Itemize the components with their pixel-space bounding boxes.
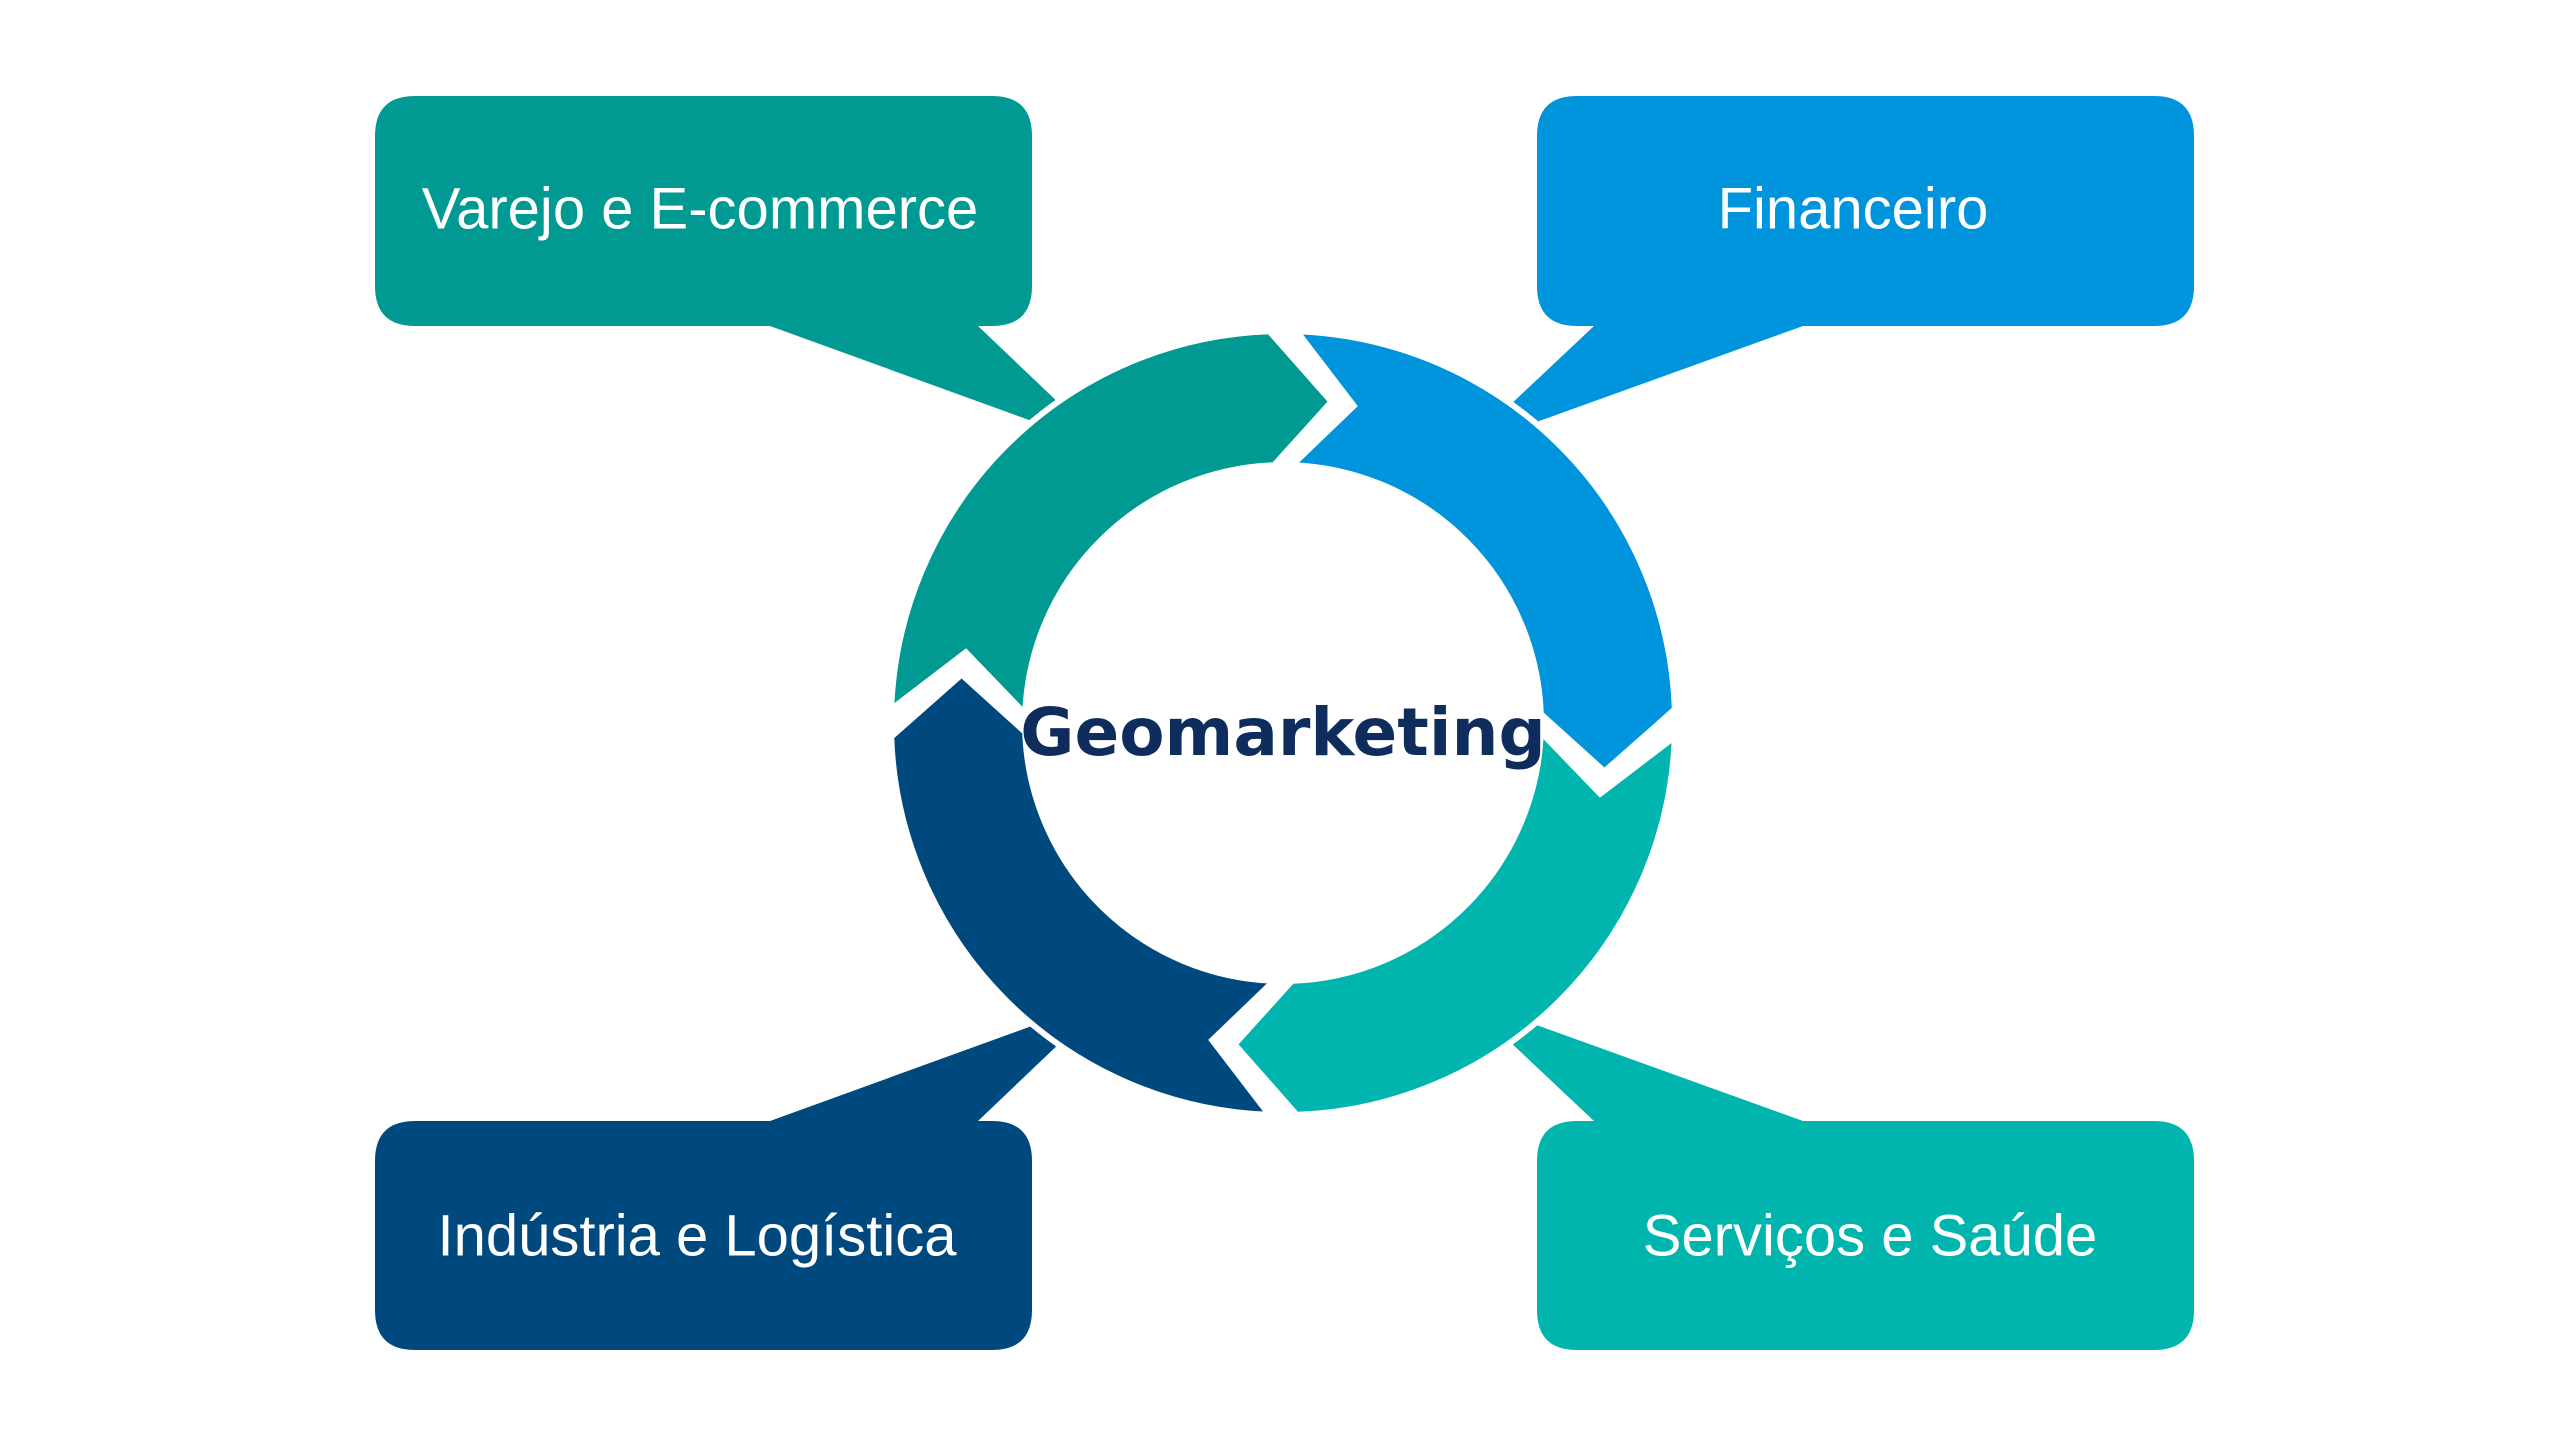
callout-servicos-shape	[1508, 1023, 2194, 1350]
center-title: Geomarketing	[1020, 694, 1545, 771]
callout-varejo-ecommerce: Varejo e E-commerce	[375, 96, 1063, 424]
cycle-ring	[887, 327, 1679, 1119]
callout-financeiro-shape	[1508, 96, 2194, 424]
arrow-arc-varejo	[887, 328, 1336, 722]
arrow-arc-servicos	[1230, 724, 1679, 1118]
callout-servicos-label: Serviços e Saúde	[1643, 1203, 2098, 1268]
callout-industria-shape	[375, 1023, 1063, 1350]
callout-financeiro: Financeiro	[1508, 96, 2194, 424]
callout-financeiro-label: Financeiro	[1718, 176, 1989, 241]
callout-industria-label: Indústria e Logística	[437, 1203, 957, 1268]
callout-servicos-saude: Serviços e Saúde	[1508, 1023, 2194, 1350]
callout-industria-logistica: Indústria e Logística	[375, 1023, 1063, 1350]
callout-varejo-shape	[375, 96, 1063, 424]
arrow-arc-financeiro	[1284, 327, 1678, 776]
callout-varejo-label: Varejo e E-commerce	[422, 176, 979, 241]
arrow-arc-industria	[888, 670, 1282, 1119]
